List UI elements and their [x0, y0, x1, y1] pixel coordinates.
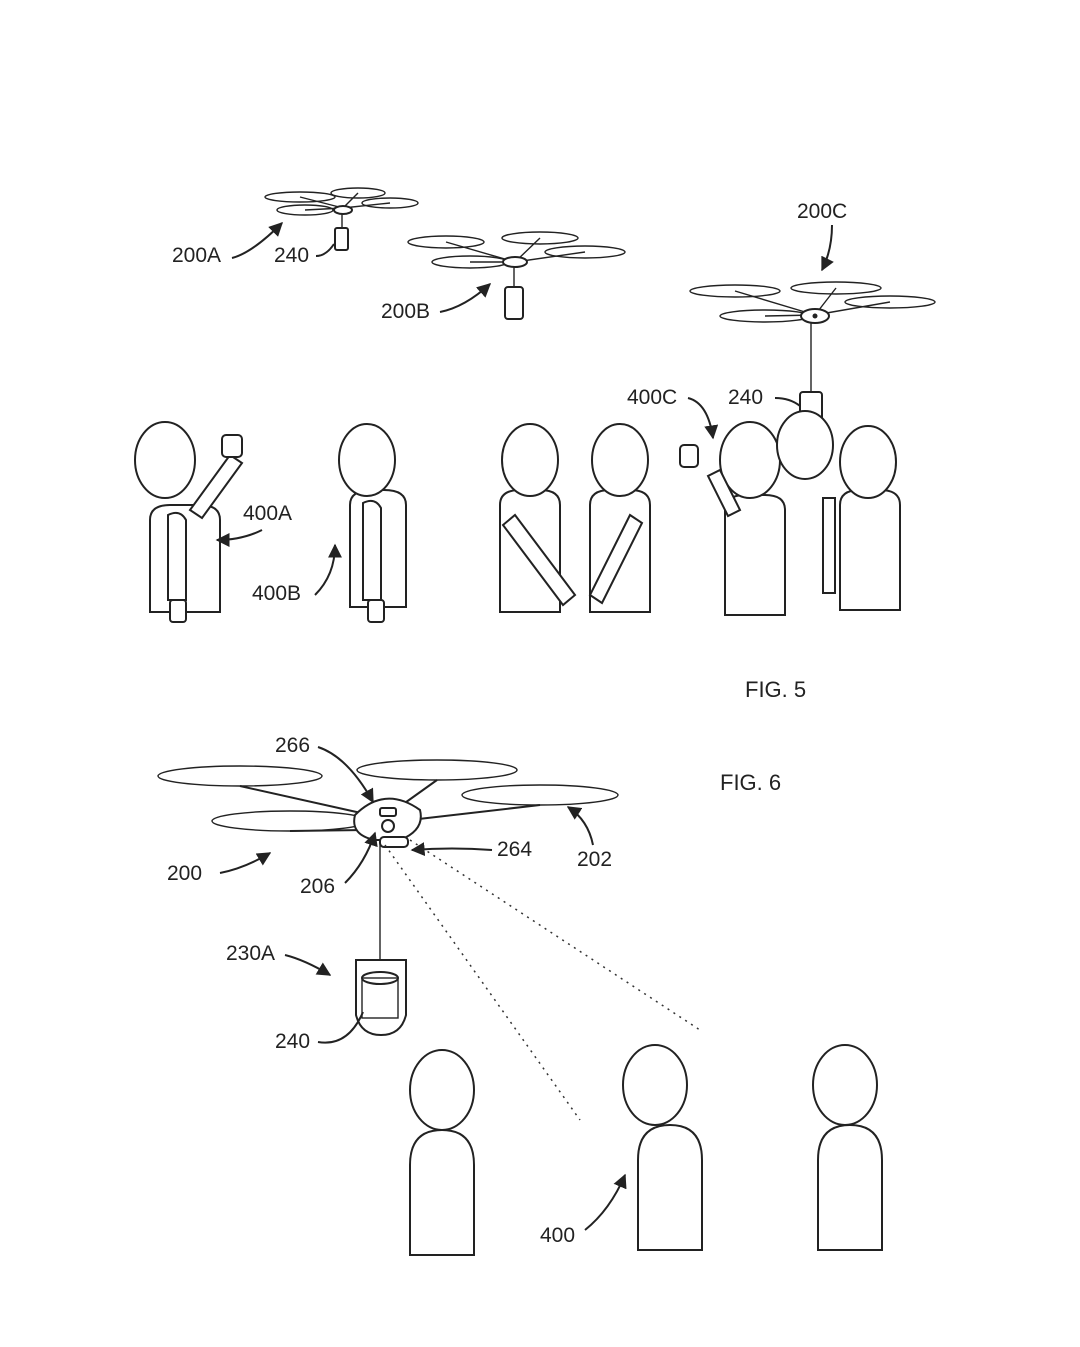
- person-400b: [338, 423, 407, 623]
- label-202: 202: [577, 848, 612, 871]
- label-200: 200: [167, 862, 202, 885]
- fig5-caption: FIG. 5: [745, 677, 806, 702]
- label-200b: 200B: [381, 300, 430, 323]
- person-400-3: [812, 1044, 883, 1251]
- drone-200b: [407, 231, 626, 320]
- person-group-middle: [499, 423, 651, 613]
- label-240-a: 240: [274, 244, 309, 267]
- label-400: 400: [540, 1224, 575, 1247]
- label-264: 264: [497, 838, 532, 861]
- person-400c: [679, 410, 901, 616]
- person-400-2: [622, 1044, 703, 1251]
- label-240-c: 240: [728, 386, 763, 409]
- drone-200c: [689, 281, 936, 431]
- label-230a: 230A: [226, 942, 275, 965]
- label-200a: 200A: [172, 244, 221, 267]
- label-200c: 200C: [797, 200, 847, 223]
- person-400a: [134, 421, 244, 623]
- label-240: 240: [275, 1030, 310, 1053]
- label-400b: 400B: [252, 582, 301, 605]
- label-400a: 400A: [243, 502, 292, 525]
- fig6-caption: FIG. 6: [720, 770, 781, 795]
- drone-200: [157, 759, 619, 1037]
- label-206: 206: [300, 875, 335, 898]
- label-400c: 400C: [627, 386, 677, 409]
- label-266: 266: [275, 734, 310, 757]
- person-400-1: [409, 1049, 475, 1256]
- drone-200a: [264, 187, 419, 251]
